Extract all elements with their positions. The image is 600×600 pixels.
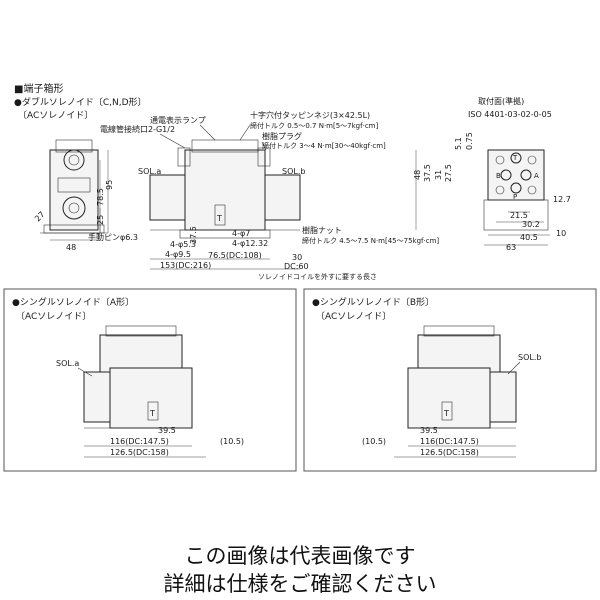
top-subtitle: 〔ACソレノイド〕	[18, 110, 93, 121]
mount-dim-40-5: 40.5	[520, 233, 538, 242]
mount-dim-31: 31	[434, 170, 443, 180]
dim-4-5-3: 4-φ5.3	[170, 240, 196, 249]
dim-78-5: 78.5	[96, 188, 105, 206]
br-dim-116: 116(DC:147.5)	[420, 437, 479, 446]
dim-27: 27	[33, 210, 47, 224]
mount-std: ISO 4401-03-02-0-05	[468, 110, 552, 119]
coil-note: ソレノイドコイルを外すに要する長さ	[258, 272, 377, 281]
lamp-label: 通電表示ランプ	[150, 115, 206, 125]
nut-label: 樹脂ナット	[302, 225, 342, 235]
br-body: T	[407, 325, 517, 429]
mount-dim-21-5: 21.5	[510, 211, 528, 220]
caption-line-2: 詳細は仕様をご確認ください	[163, 572, 437, 596]
bl-subtitle: 〔ACソレノイド〕	[16, 311, 91, 322]
port-b: B	[496, 172, 501, 180]
mount-dim-12-7: 12.7	[553, 195, 571, 204]
dim-4-7: 4-φ7	[232, 229, 250, 238]
mount-dim-48: 48	[413, 170, 422, 180]
br-sol: SOL.b	[518, 353, 541, 362]
dim-37-5: 37.5	[189, 226, 198, 244]
mount-dim-30-2: 30.2	[522, 220, 540, 229]
mount-dim-27-5: 27.5	[444, 164, 453, 182]
port-a: A	[534, 172, 539, 180]
plug-torque-label: 締付トルク 3〜4 N·m[30〜40kgf·cm]	[262, 141, 386, 150]
br-dim-39-5: 39.5	[420, 426, 438, 435]
br-subtitle: 〔ACソレノイド〕	[316, 311, 391, 322]
bl-dim-10-5: (10.5)	[220, 437, 244, 446]
bl-dim-126-5: 126.5(DC:158)	[110, 448, 169, 457]
br-dim-10-5: (10.5)	[362, 437, 386, 446]
bl-dim-39-5: 39.5	[158, 426, 176, 435]
mount-dim-63: 63	[506, 243, 516, 252]
mount-dim-0-75: 0.75	[465, 132, 474, 150]
screw-label: 十字穴付タッピンネジ(3×42.5L)	[250, 110, 370, 120]
panel-left-frame	[3, 288, 297, 472]
mount-dim-5-1: 5.1	[454, 137, 463, 150]
sol-b-label: SOL.b	[282, 167, 305, 176]
dim-153: 153(DC:216)	[160, 261, 211, 270]
screw-torque-label: 締付トルク 0.5〜0.7 N·m[5〜7kgf·cm]	[250, 121, 378, 130]
br-title: ●シングルソレノイド〔B形〕	[312, 296, 434, 308]
svg-text:T: T	[149, 409, 155, 418]
svg-text:T: T	[216, 214, 222, 223]
mount-dim-10: 10	[556, 229, 566, 238]
mount-title: 取付面(準拠)	[478, 96, 524, 106]
dim-76-5: 76.5(DC:108)	[208, 251, 262, 260]
caption-line-1: この画像は代表画像です	[184, 544, 416, 568]
mount-dim-37-5: 37.5	[423, 164, 432, 182]
bl-body: T	[83, 325, 193, 429]
mount-face: T B A P	[483, 149, 549, 231]
bl-dim-116: 116(DC:147.5)	[110, 437, 169, 446]
sol-a-label: SOL.a	[138, 167, 161, 176]
end-view	[40, 139, 108, 234]
front-view: T	[149, 139, 301, 239]
br-dim-126-5: 126.5(DC:158)	[420, 448, 479, 457]
bl-title: ●シングルソレノイド〔A形〕	[12, 296, 134, 308]
bl-sol: SOL.a	[56, 359, 79, 368]
port-p: P	[513, 193, 517, 201]
manual-pin-label: 手動ピンφ6.3	[88, 232, 138, 242]
plug-label: 樹脂プラグ	[262, 131, 302, 141]
dim-dc60: DC:60	[284, 262, 309, 271]
dim-95: 95	[105, 180, 114, 190]
port-t: T	[512, 154, 518, 162]
dim-25: 25	[96, 215, 105, 225]
dim-4-9-5: 4-φ9.5	[165, 250, 191, 259]
top-title: ●ダブルソレノイド〔C,N,D形〕	[14, 96, 147, 108]
svg-text:T: T	[443, 409, 449, 418]
dim-30: 30	[292, 253, 302, 262]
conduit-label: 電線管接続口2-G1/2	[100, 124, 175, 134]
dim-4-12-32: 4-φ12.32	[232, 239, 268, 248]
section-title: ■端子箱形	[14, 82, 63, 95]
panel-right-frame	[303, 288, 597, 472]
dim-48: 48	[66, 243, 76, 252]
nut-torque-label: 締付トルク 4.5〜7.5 N·m[45〜75kgf·cm]	[302, 236, 439, 245]
